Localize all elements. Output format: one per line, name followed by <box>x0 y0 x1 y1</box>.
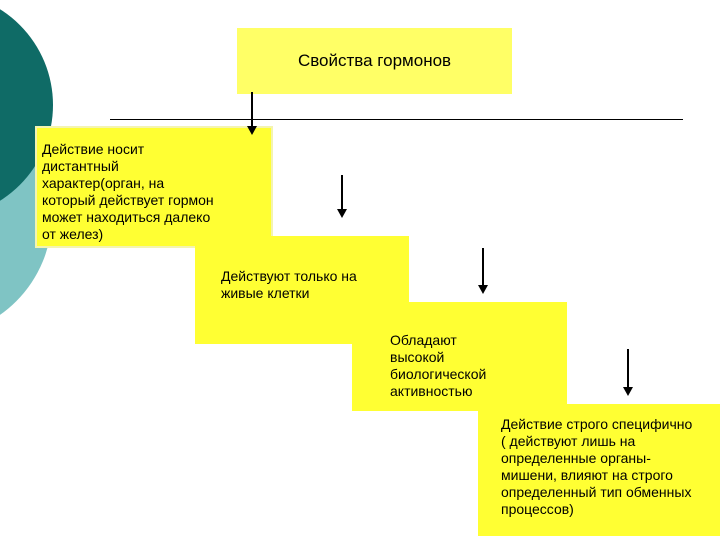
property-text-3: Обладают высокой биологической активност… <box>390 332 487 399</box>
property-box-4: Действие строго специфично ( действуют л… <box>478 404 720 536</box>
arrow-1 <box>247 92 257 135</box>
horizontal-rule <box>110 119 683 120</box>
diagram-title: Свойства гормонов <box>297 51 452 70</box>
property-text-4: Действие строго специфично ( действуют л… <box>501 416 693 517</box>
property-text-1: Действие носит дистантный характер(орган… <box>42 141 214 242</box>
property-box-1: Действие носит дистантный характер(орган… <box>35 126 273 248</box>
property-box-3: Обладают высокой биологической активност… <box>352 302 567 411</box>
property-text-2: Действуют только на живые клетки <box>221 268 357 301</box>
diagram-title-box: Свойства гормонов <box>237 28 512 94</box>
arrow-4 <box>623 349 633 396</box>
arrow-2 <box>337 175 347 218</box>
arrow-3 <box>478 248 488 294</box>
